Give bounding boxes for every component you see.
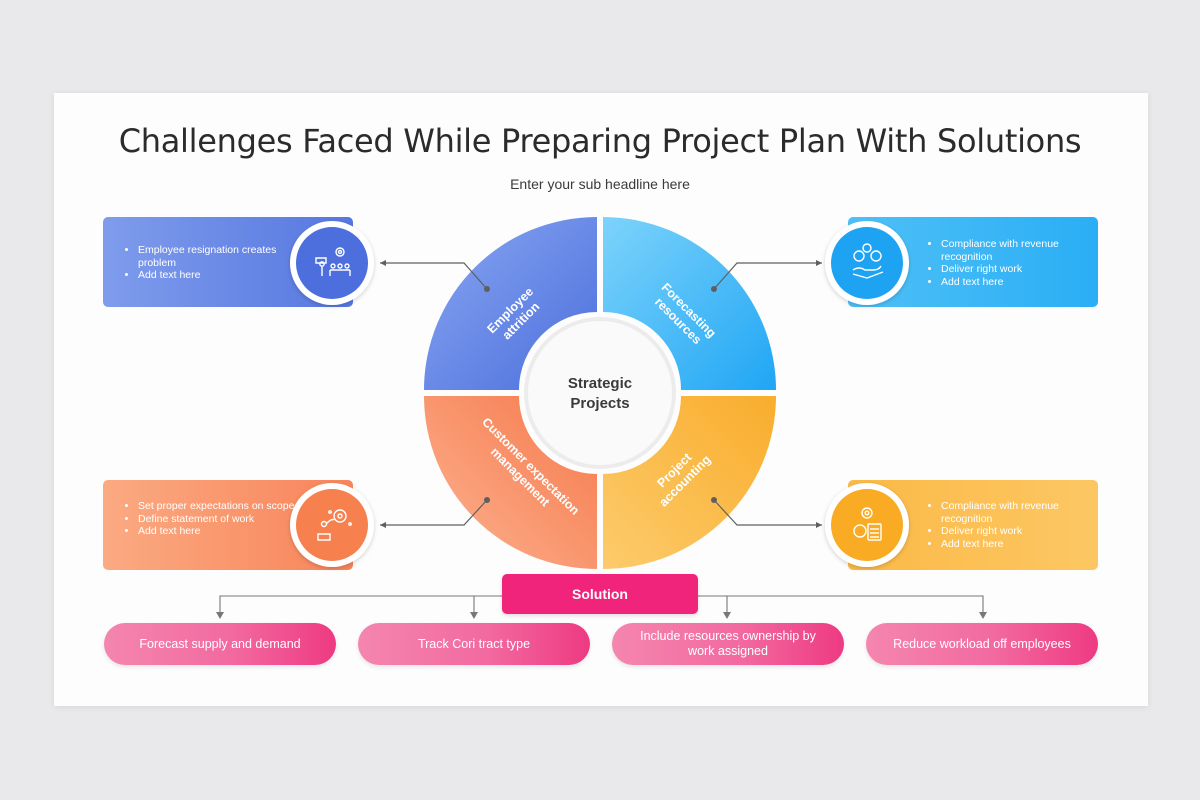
card-bottom-right [825,480,1098,570]
ideas-person-icon [317,509,352,541]
solution-pill-4[interactable]: Reduce workload off employees [866,623,1098,665]
card-top-right [825,217,1098,307]
donut-chart [424,217,776,569]
segment-forecasting-resources [603,217,776,390]
list-item: Set proper expectations on scope [138,500,298,513]
solution-button[interactable]: Solution [502,574,698,614]
card-bottom-left-list: Set proper expectations on scope Define … [120,500,298,538]
list-item: Define statement of work [138,513,298,526]
money-hand-icon [852,243,884,279]
list-item: Add text here [138,525,298,538]
card-top-right-list: Compliance with revenue recognition Deli… [923,238,1101,288]
accounting-calculator-icon [853,507,882,541]
list-item: Deliver right work [941,263,1101,276]
solution-pill-2[interactable]: Track Cori tract type [358,623,590,665]
card-top-left [103,217,374,307]
solution-connectors [216,595,987,619]
solution-pill-1[interactable]: Forecast supply and demand [104,623,336,665]
segment-customer-expectation [424,396,597,569]
list-item: Deliver right work [941,525,1101,538]
list-item: Compliance with revenue recognition [941,500,1101,525]
list-item: Employee resignation creates problem [138,244,298,269]
list-item: Add text here [941,276,1101,289]
page-subtitle: Enter your sub headline here [510,176,690,192]
card-bottom-left [103,480,374,570]
center-circle [524,317,676,469]
card-top-left-list: Employee resignation creates problem Add… [120,244,298,282]
solution-pill-3[interactable]: Include resources ownership by work assi… [612,623,844,665]
segment-project-accounting [603,396,776,569]
list-item: Compliance with revenue recognition [941,238,1101,263]
card-bottom-right-list: Compliance with revenue recognition Deli… [923,500,1101,550]
page-title: Challenges Faced While Preparing Project… [118,122,1082,160]
segment-employee-attrition [424,217,597,390]
list-item: Add text here [138,269,298,282]
list-item: Add text here [941,538,1101,551]
center-label: Strategic Projects [567,375,633,412]
team-meeting-icon [315,247,351,276]
connectors [380,260,822,528]
